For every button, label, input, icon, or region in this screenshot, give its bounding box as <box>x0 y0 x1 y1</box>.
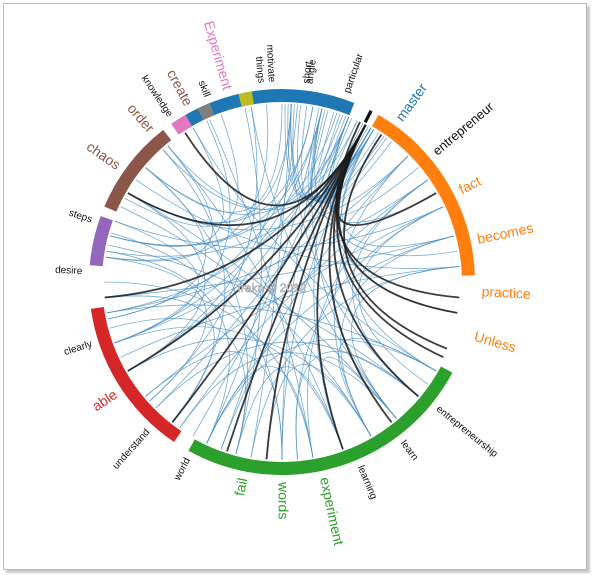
label-becomes: becomes <box>476 219 535 246</box>
chord-link <box>109 112 338 247</box>
group-arc-entrepreneur <box>363 110 373 124</box>
chord-link <box>338 338 437 437</box>
chord-link <box>206 104 298 444</box>
chord-link <box>314 108 458 257</box>
chord-link-strong <box>335 121 460 299</box>
label-angle: angle <box>304 58 318 84</box>
label-words: words <box>275 481 291 519</box>
chord-link-strong <box>316 124 367 450</box>
chord-link <box>105 104 269 261</box>
chord-link <box>295 206 444 460</box>
chord-link <box>250 106 397 419</box>
chord-link <box>104 235 455 298</box>
chord-link <box>281 129 375 461</box>
group-arc-desire <box>89 215 113 267</box>
chord-link <box>124 114 239 227</box>
label-create: create <box>164 67 196 109</box>
group-arc-motivate <box>197 103 215 121</box>
label-understand: understand <box>111 427 153 472</box>
label-experiment: experiment <box>317 476 347 547</box>
group-arc-angle <box>238 91 254 107</box>
chord-link <box>127 104 292 372</box>
chord-link <box>281 109 329 461</box>
label-world: world <box>172 456 193 483</box>
chord-link <box>162 149 226 423</box>
chord-link <box>120 206 372 437</box>
chord-link <box>107 244 419 397</box>
chord-link <box>167 129 375 211</box>
label-practice: practice <box>481 283 531 302</box>
label-things: things <box>253 56 267 84</box>
chord-link <box>311 108 397 419</box>
chord-link <box>135 179 460 269</box>
arcs-layer <box>89 89 475 475</box>
chord-link <box>340 235 455 437</box>
label-fact: fact <box>456 173 483 198</box>
chord-link <box>106 179 429 314</box>
chord-link <box>206 365 314 458</box>
group-arc-words <box>188 366 453 475</box>
label-short: short <box>301 61 315 85</box>
label-entrepreneur: entrepreneur <box>430 99 497 159</box>
chord-link <box>192 116 350 437</box>
label-learn: learn <box>398 438 420 462</box>
chord-link <box>106 250 230 444</box>
group-arc-able <box>90 307 182 443</box>
chord-link <box>145 206 444 397</box>
label-master: master <box>392 80 430 124</box>
label-particular: particular <box>342 52 366 95</box>
label-unless: Unless <box>472 328 518 355</box>
chord-link <box>114 120 231 344</box>
chord-link <box>307 179 429 458</box>
chord-link <box>145 103 283 213</box>
chord-link <box>220 108 323 450</box>
label-motivate: motivate <box>264 44 277 83</box>
group-arc-unless <box>372 114 475 276</box>
label-clearly: clearly <box>63 339 94 358</box>
label-steps: steps <box>67 208 93 226</box>
chord-link <box>352 179 429 397</box>
chord-link <box>110 232 283 461</box>
chord-link <box>120 266 460 358</box>
chord-link <box>106 304 437 372</box>
chord-link-strong <box>343 133 448 350</box>
label-skill: skill <box>196 79 212 99</box>
group-arc-chaos <box>104 129 172 212</box>
chord-link <box>103 281 314 458</box>
watermark-text: frakn © 2012 <box>238 281 307 295</box>
chord-link <box>206 339 437 444</box>
chord-link <box>114 220 199 344</box>
label-desire: desire <box>55 265 83 277</box>
chord-link <box>149 106 258 402</box>
chord-link <box>235 366 344 455</box>
chord-link <box>162 120 358 210</box>
label-able: able <box>89 386 120 414</box>
label-learning: learning <box>355 464 379 501</box>
group-arc-experiment-tag <box>171 114 192 135</box>
label-fail: fail <box>231 477 250 498</box>
chord-link <box>341 129 455 247</box>
links-layer <box>103 103 460 461</box>
label-order: order <box>124 100 158 135</box>
label-chaos: chaos <box>84 138 124 173</box>
chord-link <box>145 116 350 215</box>
chord-link <box>179 179 429 429</box>
label-entrepreneurship: entrepreneurship <box>434 404 500 460</box>
chord-link <box>109 127 224 247</box>
chord-link-strong <box>226 124 367 452</box>
chord-link <box>250 266 460 458</box>
chord-link <box>235 107 262 455</box>
group-arc-master <box>171 89 355 135</box>
chord-link <box>105 145 213 262</box>
